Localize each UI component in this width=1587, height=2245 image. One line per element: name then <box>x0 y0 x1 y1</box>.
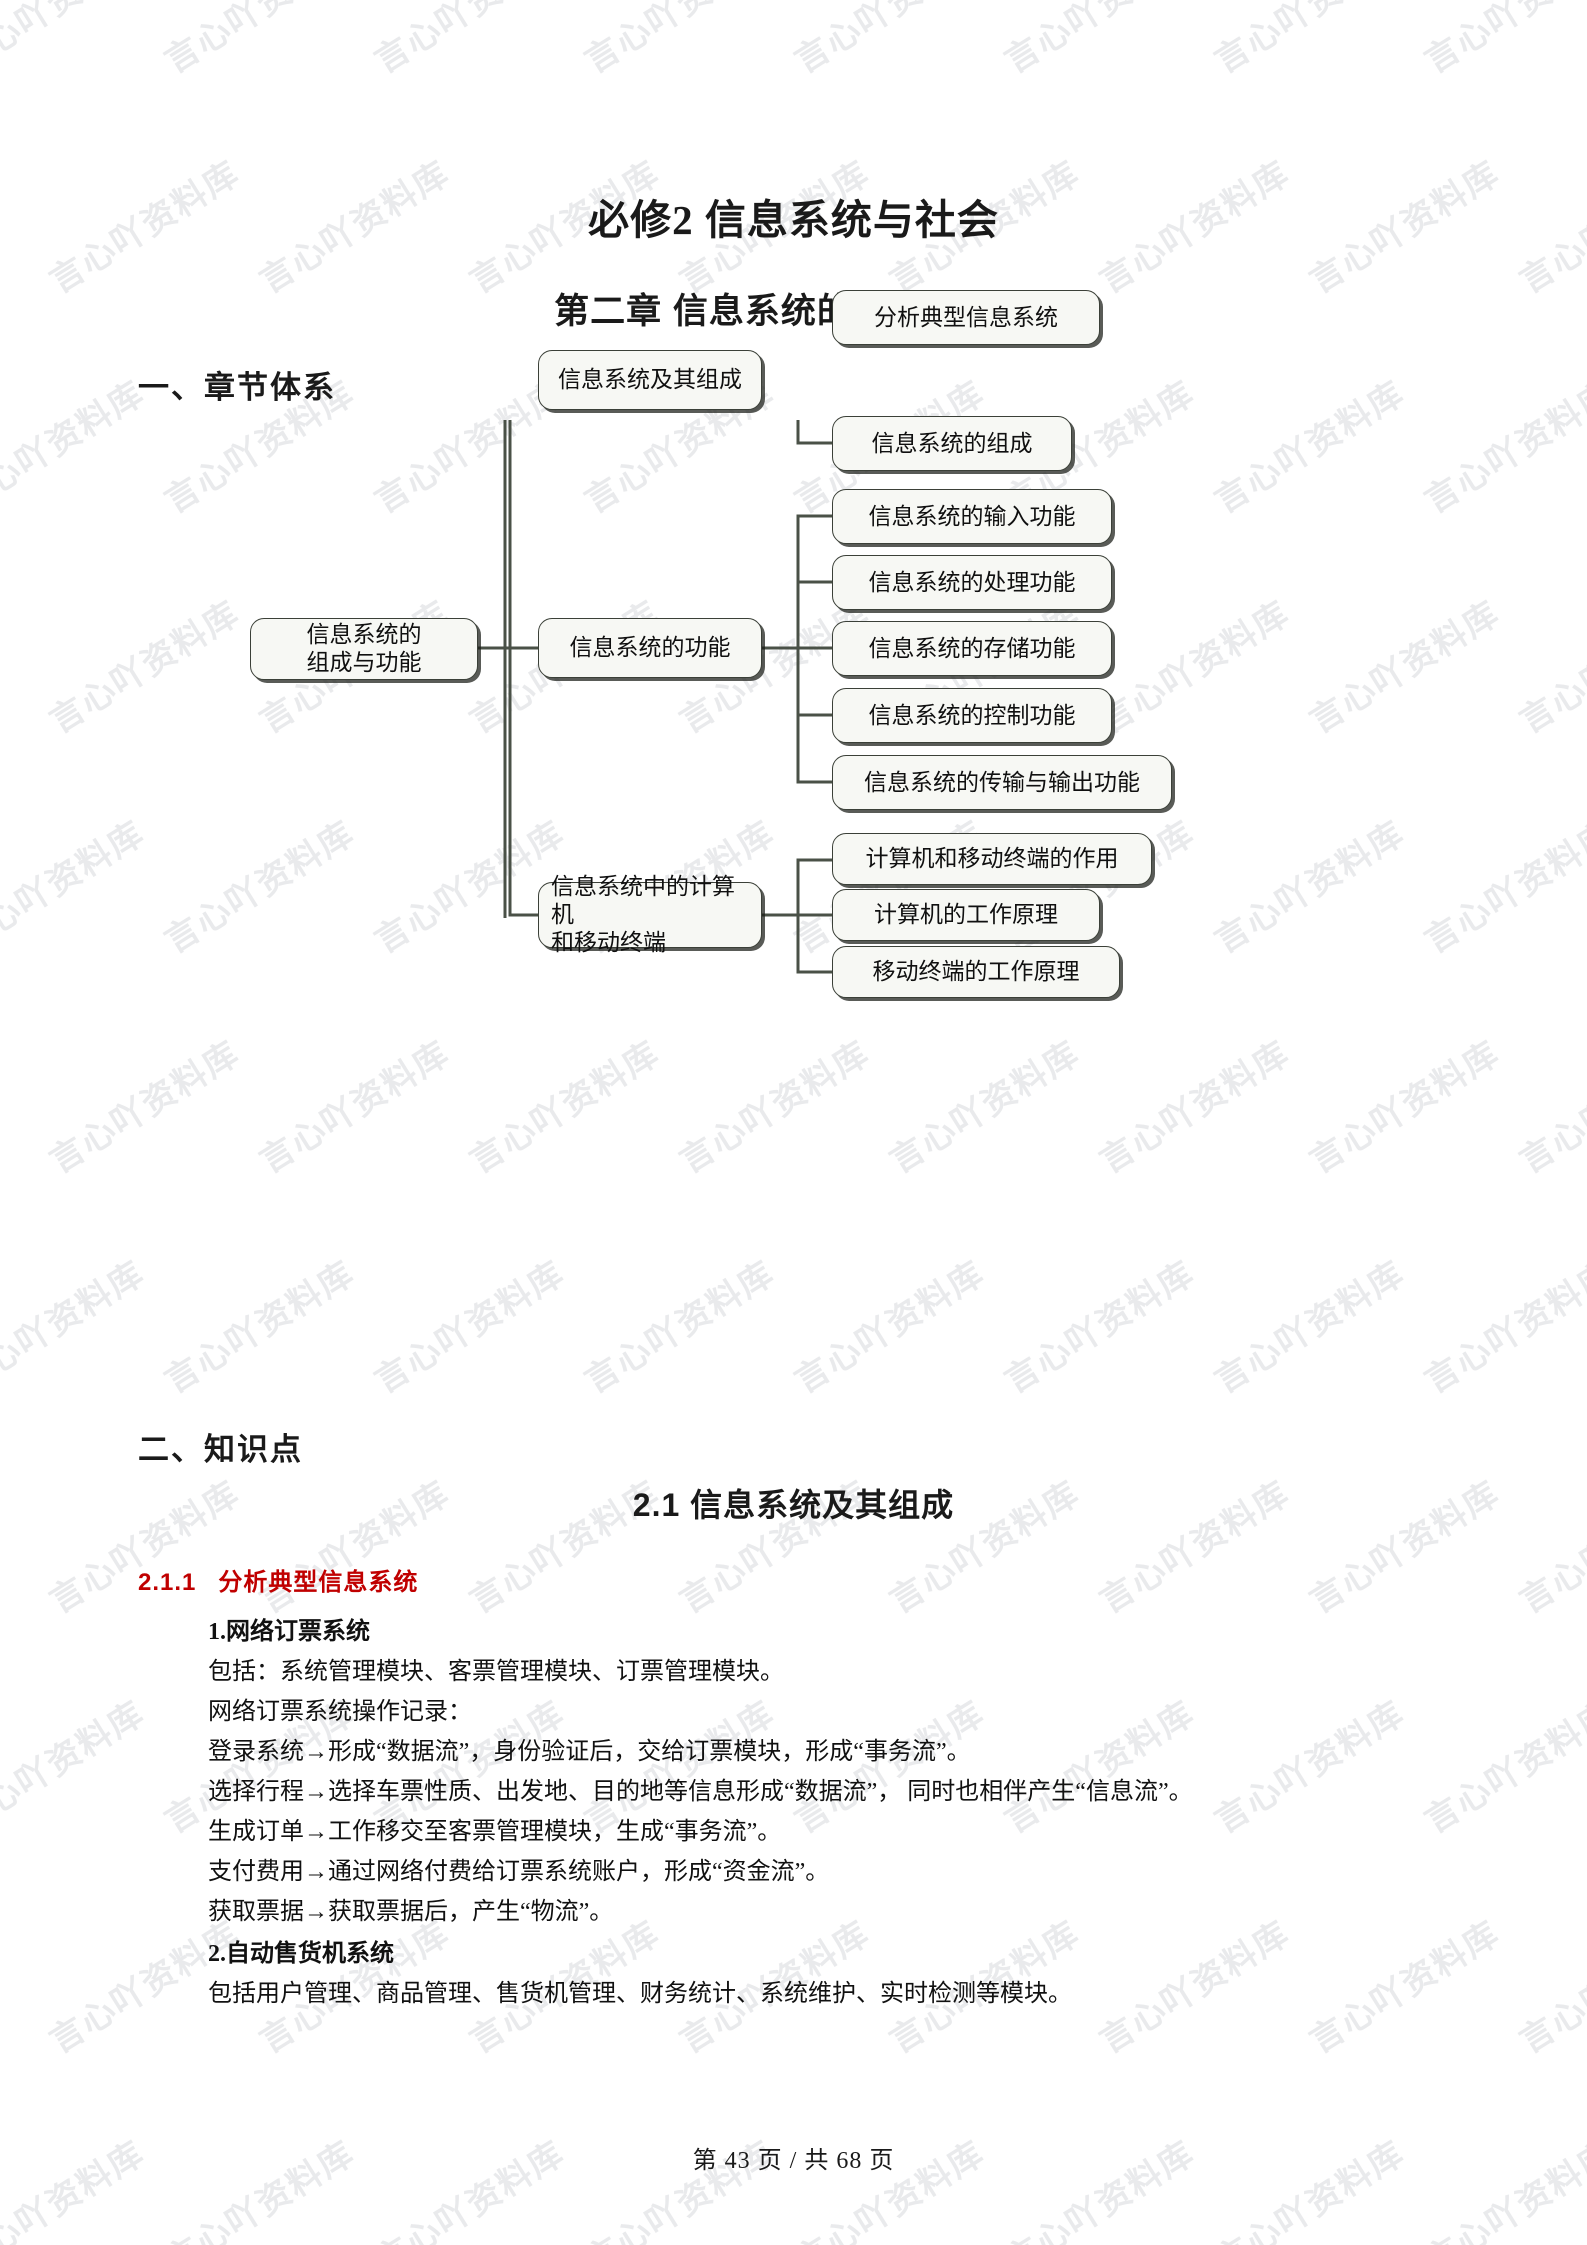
mindmap-leaf-2-3: 信息系统的存储功能 <box>832 621 1112 676</box>
mindmap-diagram: 信息系统的 组成与功能 信息系统及其组成 分析典型信息系统 信息系统的组成 信息… <box>250 290 1360 1410</box>
section-heading-chapter-system: 一、章节体系 <box>138 370 336 405</box>
knowledge-body: 1.网络订票系统 包括：系统管理模块、客票管理模块、订票管理模块。 网络订票系统… <box>186 1610 1486 2014</box>
knowledge-heading: 2.1.1 分析典型信息系统 <box>138 1562 418 1597</box>
mindmap-leaf-3-2: 计算机的工作原理 <box>832 889 1100 941</box>
topic-2-line-1: 包括用户管理、商品管理、售货机管理、财务统计、系统维护、实时检测等模块。 <box>208 1981 1072 2007</box>
topic-1-line-3: 登录系统→形成“数据流”，身份验证后，交给订票模块，形成“事务流”。 <box>208 1739 971 1765</box>
mindmap-leaf-2-2: 信息系统的处理功能 <box>832 555 1112 610</box>
branch-3-line-1: 信息系统中的计算机 <box>551 874 735 927</box>
topic-1-line-5: 生成订单→工作移交至客票管理模块，生成“事务流”。 <box>208 1819 782 1845</box>
topic-1-line-6: 支付费用→通过网络付费给订票系统账户，形成“资金流”。 <box>208 1859 830 1885</box>
chapter-title: 第二章 信息系统的组成与功能 <box>554 292 1033 331</box>
mindmap-leaf-2-1: 信息系统的输入功能 <box>832 489 1112 544</box>
subsection-heading: 2.1 信息系统及其组成 <box>632 1487 955 1523</box>
page-footer: 第 43 页 / 共 68 页 <box>692 2148 895 2174</box>
mindmap-leaf-2-5: 信息系统的传输与输出功能 <box>832 755 1172 810</box>
knowledge-heading-text: 分析典型信息系统 <box>218 1569 419 1596</box>
branch-3-line-2: 和移动终端 <box>551 930 666 955</box>
topic-1-line-1: 包括：系统管理模块、客票管理模块、订票管理模块。 <box>208 1659 784 1685</box>
page-title: 必修2 信息系统与社会 <box>588 197 999 243</box>
mindmap-branch-2: 信息系统的功能 <box>538 618 762 678</box>
topic-1-line-2: 网络订票系统操作记录： <box>208 1699 472 1725</box>
root-line-2: 组成与功能 <box>306 650 422 675</box>
mindmap-branch-3: 信息系统中的计算机 和移动终端 <box>538 874 762 955</box>
knowledge-heading-number: 2.1.1 <box>138 1569 197 1596</box>
mindmap-branch-1: 信息系统及其组成 <box>538 350 762 410</box>
mindmap-root-node: 信息系统的 组成与功能 <box>250 618 478 680</box>
mindmap-leaf-3-3: 移动终端的工作原理 <box>832 946 1120 998</box>
mindmap-leaf-3-1: 计算机和移动终端的作用 <box>832 833 1152 885</box>
mindmap-leaf-1-2: 信息系统的组成 <box>832 416 1072 471</box>
topic-1-line-4: 选择行程→选择车票性质、出发地、目的地等信息形成“数据流”， 同时也相伴产生“信… <box>208 1779 1193 1805</box>
topic-1-line-7: 获取票据→获取票据后，产生“物流”。 <box>208 1899 614 1925</box>
root-line-1: 信息系统的 <box>306 622 422 647</box>
topic-2-title: 2.自动售货机系统 <box>208 1941 394 1967</box>
mindmap-leaf-2-4: 信息系统的控制功能 <box>832 688 1112 743</box>
mindmap-connectors <box>475 420 834 974</box>
topic-1-title: 1.网络订票系统 <box>208 1619 370 1645</box>
section-heading-knowledge-points: 二、知识点 <box>138 1432 303 1467</box>
mindmap-leaf-1-1: 分析典型信息系统 <box>832 290 1100 345</box>
